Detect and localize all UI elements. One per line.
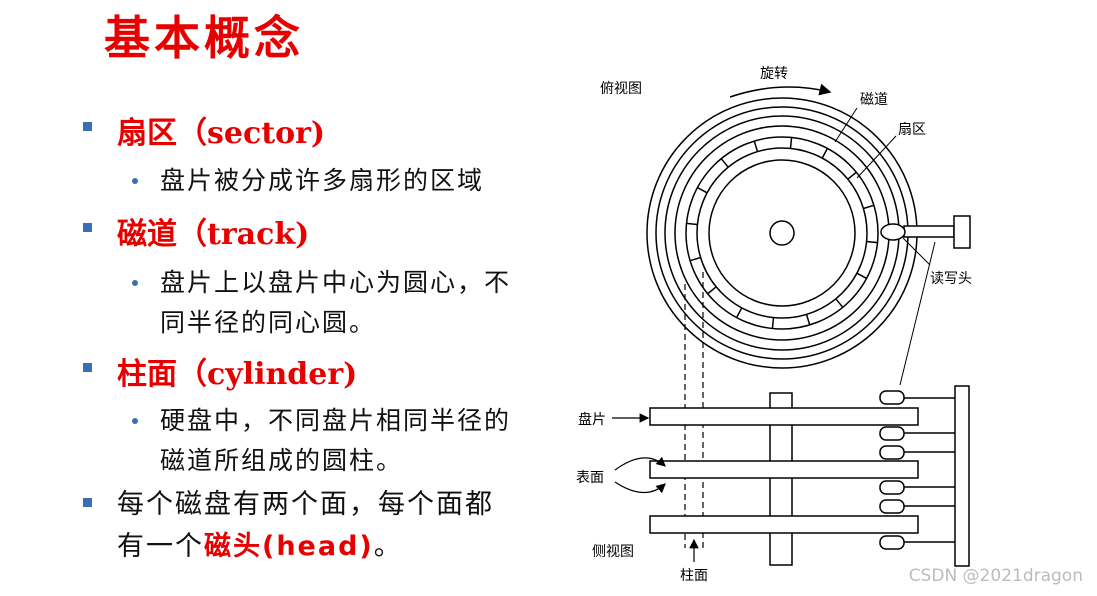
rotation-arrow-icon xyxy=(729,83,832,98)
sector-description: 盘片被分成许多扇形的区域 xyxy=(132,161,485,201)
square-bullet-icon xyxy=(83,363,92,372)
surface-arrow-up-icon xyxy=(614,456,666,471)
head-line-2-suffix: 。 xyxy=(373,531,403,562)
head-arm-top xyxy=(880,215,971,249)
desc-line: 盘片上以盘片中心为圆心，不 xyxy=(160,268,512,297)
dot-bullet-icon xyxy=(132,418,138,424)
surface-label: 表面 xyxy=(576,470,604,486)
sector-divider xyxy=(686,222,698,226)
sector-divider xyxy=(821,148,829,159)
head-line-2-prefix: 有一个 xyxy=(117,531,204,562)
square-bullet-icon xyxy=(83,498,92,507)
sector-divider xyxy=(707,286,717,295)
platter-label: 盘片 xyxy=(578,411,606,428)
head-line-2: 有一个磁头(head)。 xyxy=(117,526,494,568)
sector-divider xyxy=(835,298,844,308)
sector-divider xyxy=(856,272,867,280)
sector-marks xyxy=(686,137,878,329)
rotation-label: 旋转 xyxy=(760,66,788,82)
desc-line: 硬盘中，不同盘片相同半径的 xyxy=(160,406,512,435)
platter-top-view xyxy=(646,97,918,369)
desc-line: 同半径的同心圆。 xyxy=(160,308,377,337)
slide-title: 基本概念 xyxy=(104,11,304,65)
surface-arrow-down-icon xyxy=(614,481,666,494)
desc-line: 盘片被分成许多扇形的区域 xyxy=(160,166,485,195)
dot-bullet-icon xyxy=(132,178,138,184)
sector-divider xyxy=(863,204,875,210)
sector-label: 扇区 xyxy=(898,122,926,138)
bullet-heading: 磁道（track) xyxy=(117,217,310,252)
cylinder-label: 柱面 xyxy=(680,568,708,584)
dot-bullet-icon xyxy=(132,280,138,286)
side-view-label: 侧视图 xyxy=(592,544,634,560)
top-view-label: 俯视图 xyxy=(600,81,642,97)
head-pointer xyxy=(902,237,931,266)
sector-divider xyxy=(866,240,878,244)
track-label: 磁道 xyxy=(860,92,888,108)
sector-divider xyxy=(720,158,729,168)
sector-divider xyxy=(753,140,759,152)
watermark: CSDN @2021dragon xyxy=(908,566,1083,586)
bullet-heading: 柱面（cylinder) xyxy=(117,357,358,392)
head-term: 磁头(head) xyxy=(204,531,374,562)
head-line-1: 每个磁盘有两个面，每个面都 xyxy=(117,489,494,520)
bullet-heading: 扇区（sector) xyxy=(117,116,326,151)
cylinder-description: 硬盘中，不同盘片相同半径的 磁道所组成的圆柱。 xyxy=(132,401,512,481)
sector-pointer xyxy=(856,135,897,179)
sector-divider xyxy=(771,317,775,329)
head-side-pointer xyxy=(899,241,936,386)
bullet-head: 每个磁盘有两个面，每个面都 有一个磁头(head)。 xyxy=(83,484,494,568)
side-view xyxy=(649,385,970,567)
bullet-cylinder: 柱面（cylinder) xyxy=(83,349,358,393)
bullet-track: 磁道（track) xyxy=(83,209,310,253)
sector-divider xyxy=(697,186,708,194)
track-description: 盘片上以盘片中心为圆心，不 同半径的同心圆。 xyxy=(132,263,512,343)
desc-line: 磁道所组成的圆柱。 xyxy=(160,446,404,475)
head-label: 读写头 xyxy=(930,270,972,287)
square-bullet-icon xyxy=(83,122,92,131)
sector-divider xyxy=(689,256,701,262)
sector-divider xyxy=(735,307,743,318)
sector-divider xyxy=(805,314,811,326)
square-bullet-icon xyxy=(83,223,92,232)
sector-divider xyxy=(789,137,793,149)
sector-divider xyxy=(847,171,857,180)
track-pointer xyxy=(834,107,858,143)
bullet-sector: 扇区（sector) xyxy=(83,108,326,152)
